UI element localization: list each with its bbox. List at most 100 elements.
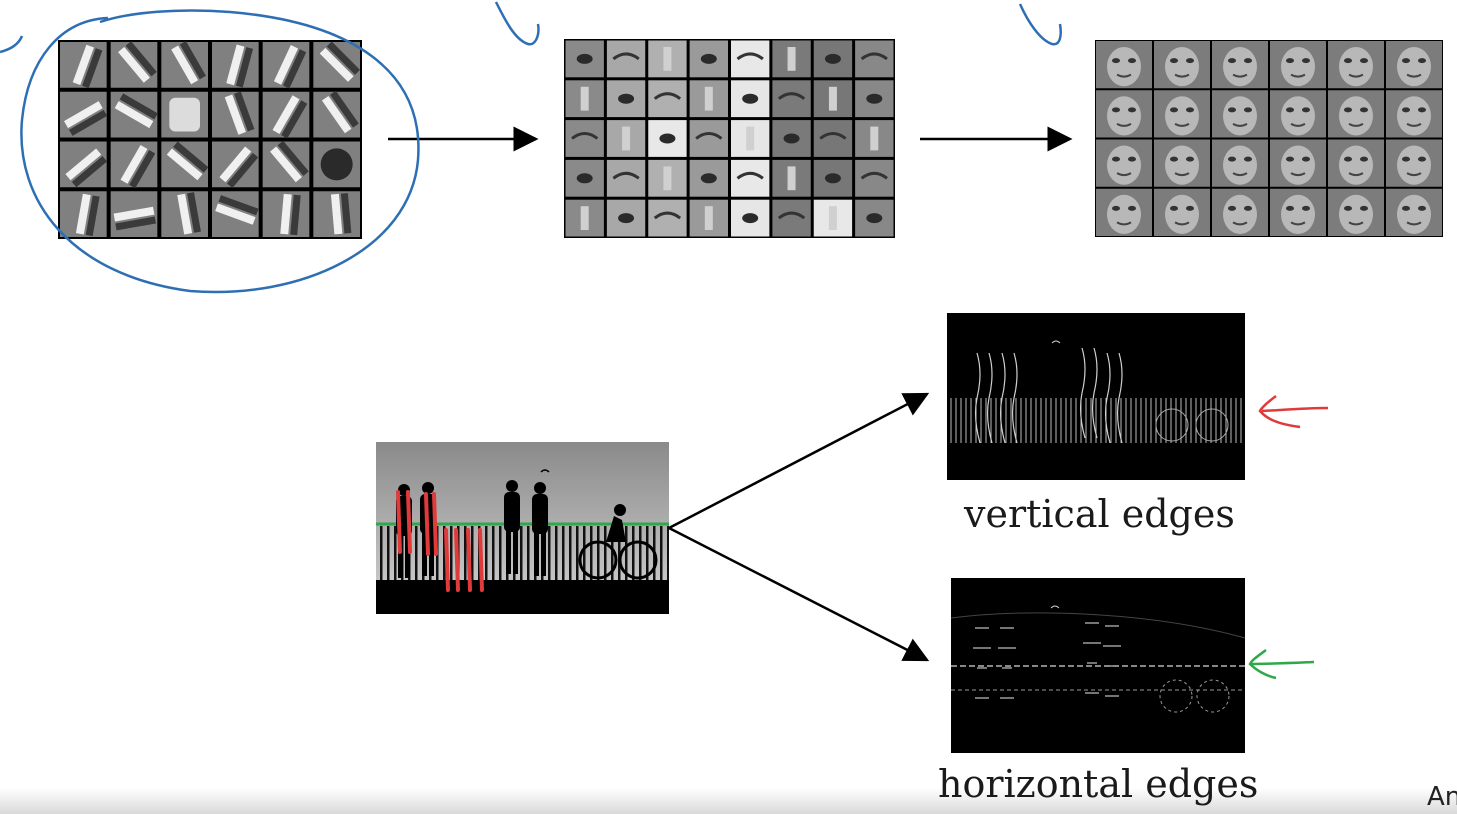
part-cell (606, 40, 646, 78)
silhouette-photo (376, 442, 669, 614)
face-cell (1212, 90, 1268, 138)
part-cell (731, 120, 770, 157)
part-cell (772, 80, 811, 118)
vertical-edges-caption: vertical edges (964, 492, 1235, 536)
part-cell (813, 159, 853, 197)
right-arrow-icon (668, 392, 930, 530)
part-cell (689, 120, 728, 157)
filter-cell (110, 191, 158, 237)
part-cell (855, 199, 894, 237)
part-cell (772, 159, 811, 197)
filter-cell (262, 191, 310, 237)
face-cell (1154, 41, 1210, 89)
part-cell (855, 40, 894, 78)
face-cell (1328, 139, 1384, 187)
face-cell (1154, 139, 1210, 187)
face-cell (1270, 139, 1326, 187)
part-cell (689, 80, 728, 118)
part-cell (689, 199, 728, 237)
face-cell (1270, 188, 1326, 236)
part-cell (565, 80, 604, 118)
filter-cell (212, 191, 259, 237)
filter-cell (60, 91, 108, 138)
part-cell (648, 80, 687, 118)
part-cell (855, 80, 894, 118)
face-cell (1096, 188, 1152, 236)
filter-cell (60, 191, 107, 237)
filter-cell (313, 191, 360, 237)
part-cell (731, 80, 770, 118)
part-cell (855, 120, 894, 157)
part-cell (606, 199, 646, 237)
filter-cell (161, 141, 209, 188)
filter-cell (212, 42, 259, 88)
face-cell (1328, 41, 1384, 89)
face-cell (1328, 90, 1384, 138)
filter-cell (212, 141, 259, 189)
face-cell (1270, 90, 1326, 138)
face-cell (1386, 90, 1442, 138)
face-cell (1270, 41, 1326, 89)
filter-cell (60, 42, 107, 89)
face-cell (1212, 139, 1268, 187)
filter-cell (313, 141, 360, 188)
part-cell (731, 159, 770, 197)
filter-cell (313, 90, 360, 138)
part-cell (606, 120, 646, 157)
vertical-edges-image (947, 313, 1245, 480)
part-cell (813, 120, 853, 157)
horizontal-edges-image (951, 578, 1245, 753)
part-cell (648, 199, 687, 237)
part-cell (565, 199, 604, 237)
filter-cell (212, 91, 259, 138)
edge-filters-grid (58, 40, 362, 239)
part-cell (855, 159, 894, 197)
face-cell (1096, 90, 1152, 138)
video-bottom-bar (0, 788, 1457, 814)
face-cell (1154, 90, 1210, 138)
part-cell (772, 40, 811, 78)
face-cell (1154, 188, 1210, 236)
part-cell (813, 199, 853, 237)
right-arrow-icon (668, 526, 930, 662)
part-cell (731, 199, 770, 237)
filter-cell (161, 41, 208, 88)
part-cell (772, 120, 811, 157)
face-cell (1386, 139, 1442, 187)
part-cell (648, 40, 687, 78)
face-cell (1386, 188, 1442, 236)
part-cell (813, 80, 853, 118)
part-cell (813, 40, 853, 78)
filter-cell (262, 42, 310, 89)
face-parts-grid (564, 39, 895, 238)
left-arrow-icon (1258, 395, 1329, 429)
part-cell (606, 80, 646, 118)
face-cell (1096, 41, 1152, 89)
filter-cell (161, 191, 208, 237)
part-cell (565, 120, 604, 157)
part-cell (689, 159, 728, 197)
face-cell (1386, 41, 1442, 89)
filter-cell (110, 41, 158, 88)
part-cell (648, 159, 687, 197)
part-cell (565, 159, 604, 197)
part-cell (689, 40, 728, 78)
part-cell (648, 120, 687, 157)
part-cell (606, 159, 646, 197)
filter-cell (313, 41, 361, 88)
filter-cell (262, 91, 310, 139)
part-cell (731, 40, 770, 78)
part-cell (772, 199, 811, 237)
filter-cell (60, 141, 108, 188)
corner-text: An (1427, 782, 1457, 812)
face-cell (1328, 188, 1384, 236)
filter-cell (262, 140, 310, 188)
filter-cell (110, 141, 158, 189)
horizontal-edges-caption: horizontal edges (938, 762, 1259, 806)
face-cell (1212, 188, 1268, 236)
filter-cell (161, 91, 208, 138)
faces-grid (1095, 40, 1443, 237)
face-cell (1212, 41, 1268, 89)
face-cell (1096, 139, 1152, 187)
filter-cell (110, 91, 158, 138)
